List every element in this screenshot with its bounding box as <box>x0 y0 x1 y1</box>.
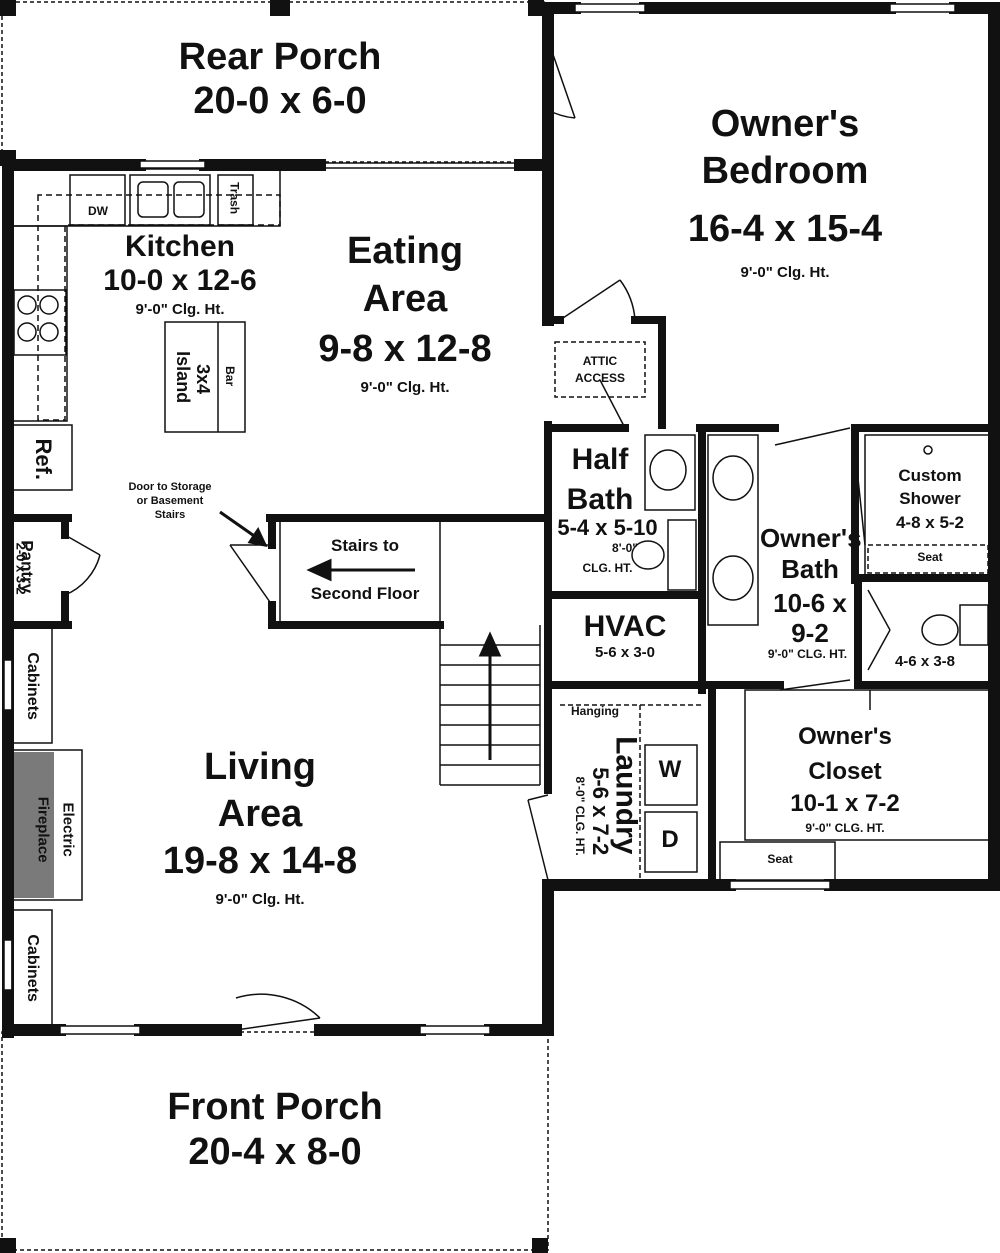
owners-bedroom-name: Owner's <box>710 103 860 145</box>
kitchen-name: Kitchen <box>124 230 235 263</box>
stairs-label: Stairs to <box>330 536 400 555</box>
rear-porch-size: 20-0 x 6-0 <box>193 80 367 122</box>
island-label: Island <box>173 351 194 404</box>
custom-shower-name-2: Shower <box>899 489 961 508</box>
half-bath-name-2: Bath <box>566 483 634 516</box>
kitchen-ceiling: 9'-0" Clg. Ht. <box>135 301 225 318</box>
laundry-ceiling: 8'-0" CLG. HT. <box>573 776 588 856</box>
living-area-name-2: Area <box>217 793 303 835</box>
window <box>574 3 646 13</box>
hvac-name: HVAC <box>583 610 667 643</box>
owners-bath-name-2: Bath <box>781 554 839 584</box>
fireplace-label: Electric <box>59 802 77 857</box>
owners-closet-seat: Seat <box>767 852 793 866</box>
living-area-ceiling: 9'-0" Clg. Ht. <box>215 891 305 908</box>
storage-note-2: or Basement <box>136 495 204 507</box>
island-size: 3x4 <box>193 364 214 395</box>
custom-shower-seat: Seat <box>917 550 943 564</box>
fireplace-label-2: Fireplace <box>34 796 52 863</box>
laundry-name: Laundry <box>609 736 643 855</box>
eating-area-size: 9-8 x 12-8 <box>318 328 492 370</box>
attic-label-2: ACCESS <box>574 371 625 385</box>
owners-closet-name: Owner's <box>798 723 892 750</box>
custom-shower-size: 4-8 x 5-2 <box>895 513 965 532</box>
storage-note: Door to Storage <box>128 481 212 493</box>
front-porch-size: 20-4 x 8-0 <box>188 1131 362 1173</box>
toilet-room-size: 4-6 x 3-8 <box>894 653 956 670</box>
attic-label: ATTIC <box>582 354 618 368</box>
storage-note-3: Stairs <box>154 509 186 521</box>
washer-label: W <box>658 756 682 783</box>
half-bath-name: Half <box>571 443 629 476</box>
front-porch-name: Front Porch <box>167 1086 383 1128</box>
owners-bedroom-name-2: Bedroom <box>701 150 869 192</box>
owners-closet-size: 10-1 x 7-2 <box>790 790 900 817</box>
living-area-size: 19-8 x 14-8 <box>162 840 358 882</box>
half-bath-ceiling: 8'-0" <box>612 541 638 555</box>
dryer-label: D <box>661 826 679 853</box>
half-bath-size: 5-4 x 5-10 <box>557 515 658 540</box>
eating-area-name: Eating <box>346 230 464 272</box>
trash-label: Trash <box>227 182 242 215</box>
window <box>3 659 13 711</box>
laundry-size: 5-6 x 7-2 <box>588 767 614 856</box>
window <box>729 880 831 890</box>
eating-area-ceiling: 9'-0" Clg. Ht. <box>360 379 450 396</box>
owners-bedroom-ceiling: 9'-0" Clg. Ht. <box>740 264 830 281</box>
eating-area-name-2: Area <box>362 278 448 320</box>
cabinets-label-upper: Cabinets <box>24 652 42 720</box>
owners-closet-ceiling: 9'-0" CLG. HT. <box>805 821 885 835</box>
owners-bath-ceiling: 9'-0" CLG. HT. <box>767 647 848 661</box>
cabinets-label-lower: Cabinets <box>24 934 42 1002</box>
owners-bath-name: Owner's <box>760 523 862 553</box>
refrigerator-label: Ref. <box>31 438 57 480</box>
hvac-size: 5-6 x 3-0 <box>594 644 656 661</box>
pantry-size: 2-0 x 3-2 <box>13 542 29 595</box>
living-area-name: Living <box>204 746 316 788</box>
owners-bath-size-2: 9-2 <box>791 618 829 648</box>
rear-porch-name: Rear Porch <box>178 36 382 78</box>
window <box>59 1025 141 1035</box>
front-porch-outline <box>1 1031 549 1251</box>
half-bath-ceiling-2: CLG. HT. <box>582 561 633 575</box>
kitchen-size: 10-0 x 12-6 <box>103 264 257 297</box>
owners-bath-size: 10-6 x <box>773 588 847 618</box>
window <box>889 3 956 13</box>
window <box>3 939 13 991</box>
window <box>139 160 206 170</box>
laundry-hanging: Hanging <box>571 704 619 718</box>
owners-bedroom-size: 16-4 x 15-4 <box>687 208 883 250</box>
custom-shower-name: Custom <box>898 466 962 485</box>
window <box>419 1025 491 1035</box>
stairs-label-2: Second Floor <box>310 584 420 603</box>
dishwasher-label: DW <box>88 204 108 218</box>
owners-closet-name-2: Closet <box>808 758 882 785</box>
bar-label: Bar <box>223 366 238 387</box>
